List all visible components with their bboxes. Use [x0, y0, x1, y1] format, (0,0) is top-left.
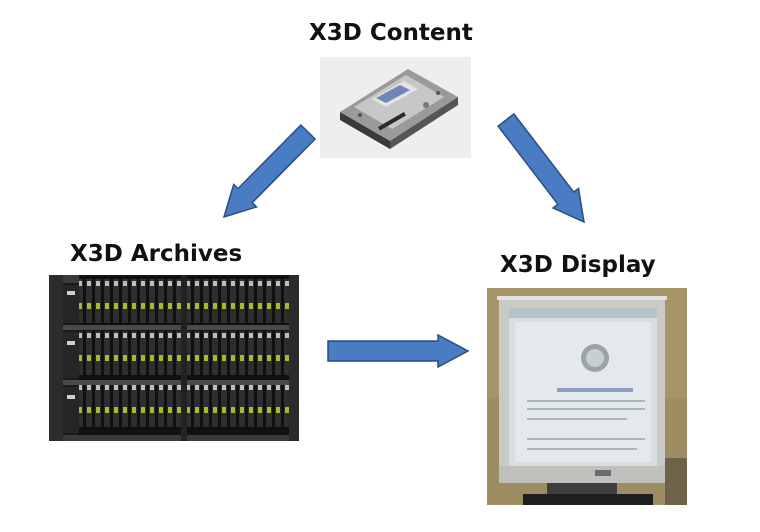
server-rack-image — [49, 275, 299, 441]
arrow-content-to-archives — [222, 123, 317, 219]
arrow-content-to-display — [497, 112, 585, 224]
archives-title: X3D Archives — [70, 241, 243, 267]
arrow-archives-to-display — [327, 333, 470, 369]
display-title: X3D Display — [500, 252, 656, 278]
content-title: X3D Content — [309, 20, 473, 46]
hard-drive-image — [320, 57, 471, 158]
monitor-image — [487, 288, 687, 505]
